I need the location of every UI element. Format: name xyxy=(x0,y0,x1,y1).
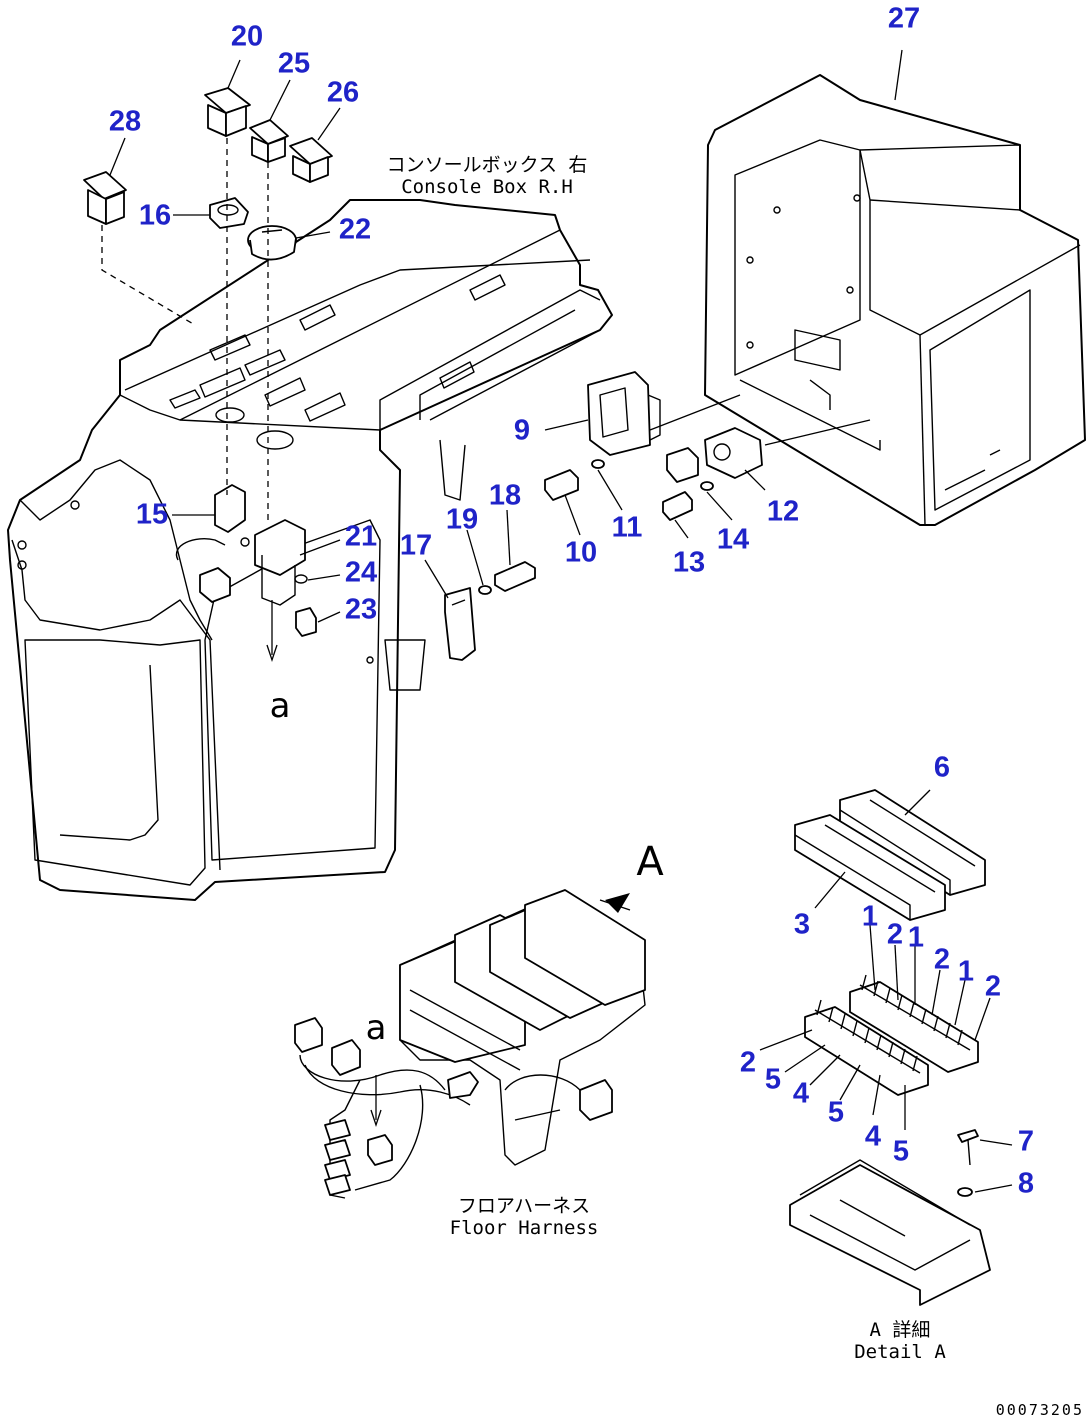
floor-harness-label: フロアハーネス Floor Harness xyxy=(449,1195,599,1240)
floor-harness xyxy=(294,889,646,1199)
callout-2: 2 xyxy=(933,943,951,976)
callout-13: 13 xyxy=(672,546,706,579)
callout-12: 12 xyxy=(766,495,800,528)
callout-18: 18 xyxy=(488,479,522,512)
fuse-box-detail xyxy=(759,789,1013,1306)
view-marker-A: A xyxy=(636,839,664,885)
detail-a-label-jp: A 詳細 xyxy=(869,1319,931,1341)
callout-26: 26 xyxy=(326,76,360,109)
switch-parts-upper xyxy=(83,87,763,661)
callout-24: 24 xyxy=(344,556,378,589)
callout-20: 20 xyxy=(230,20,264,53)
callout-16: 16 xyxy=(138,199,172,232)
console-box-label-en: Console Box R.H xyxy=(401,175,573,198)
callout-5: 5 xyxy=(764,1063,782,1096)
callout-1: 1 xyxy=(957,955,975,988)
callout-14: 14 xyxy=(716,523,750,556)
floor-harness-label-en: Floor Harness xyxy=(449,1216,599,1239)
callout-19: 19 xyxy=(445,503,479,536)
callout-22: 22 xyxy=(338,213,372,246)
callout-10: 10 xyxy=(564,536,598,569)
callout-2: 2 xyxy=(739,1046,757,1079)
callout-7: 7 xyxy=(1017,1125,1035,1158)
callout-28: 28 xyxy=(108,105,142,138)
console-box-label-jp: コンソールボックス 右 xyxy=(386,154,588,176)
view-marker-a-upper: a xyxy=(269,686,291,726)
callout-6: 6 xyxy=(933,751,951,784)
console-box-label: コンソールボックス 右 Console Box R.H xyxy=(386,154,588,199)
callout-2: 2 xyxy=(886,918,904,951)
callout-4: 4 xyxy=(792,1077,810,1110)
callout-4: 4 xyxy=(864,1120,882,1153)
callout-1: 1 xyxy=(907,921,925,954)
callout-5: 5 xyxy=(827,1096,845,1129)
view-marker-a-lower: a xyxy=(365,1008,387,1048)
callout-15: 15 xyxy=(135,498,169,531)
callout-27: 27 xyxy=(887,2,921,35)
callout-23: 23 xyxy=(344,593,378,626)
detail-a-label: A 詳細 Detail A xyxy=(854,1319,946,1364)
leader-lines-upper xyxy=(101,49,903,663)
callout-25: 25 xyxy=(277,47,311,80)
callout-9: 9 xyxy=(513,414,531,447)
callout-5: 5 xyxy=(892,1135,910,1168)
floor-harness-label-jp: フロアハーネス xyxy=(457,1195,591,1217)
callout-11: 11 xyxy=(611,511,643,544)
detail-a-label-en: Detail A xyxy=(854,1340,946,1363)
cab-assembly xyxy=(704,74,1086,526)
callout-2: 2 xyxy=(984,970,1002,1003)
callout-3: 3 xyxy=(793,908,811,941)
callout-8: 8 xyxy=(1017,1167,1035,1200)
callout-17: 17 xyxy=(399,529,433,562)
callout-21: 21 xyxy=(344,520,378,553)
document-number: 00073205 xyxy=(995,1401,1084,1419)
console-box-rh xyxy=(7,199,613,901)
callout-1: 1 xyxy=(861,900,879,933)
